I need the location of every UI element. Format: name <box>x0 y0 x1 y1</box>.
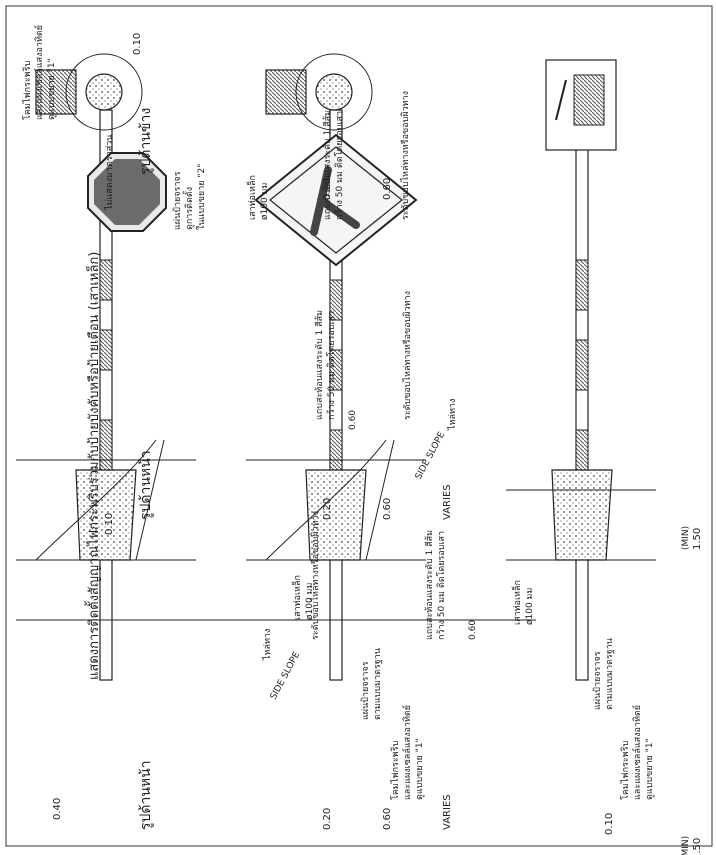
label-sign-side-3: ในแบบขยาย "2" <box>196 164 207 230</box>
label-sign-mid: แผ่นป้ายจราจร <box>360 661 371 720</box>
label-shoulder-mid: ไหล่ทาง <box>447 399 458 431</box>
label-flasher-side-2: และแผงเซลล์แสงอาทิตย์ <box>33 25 45 120</box>
dim-min-left: (MIN) <box>681 836 691 855</box>
label-pole-mid: เสาท่อเหล็ก <box>290 575 303 620</box>
side-view <box>506 59 656 681</box>
warning-flasher-lens <box>315 73 353 111</box>
dim-040: 0.40 <box>52 798 63 820</box>
label-flasher-left: โคมไฟกระพริบ <box>620 740 631 800</box>
label-ground-left: ระดับขอบไหล่ทางหรือขอบผิวทาง <box>310 511 321 640</box>
label-pole-left: เสาท่อเหล็ก <box>510 580 523 625</box>
stop-flasher-lens <box>85 73 123 111</box>
dim-020-left: 0.20 <box>322 808 333 830</box>
dim-060min-mid: 0.60 <box>348 410 358 430</box>
view-label-front-middle: รูปด้านหน้า <box>138 450 154 520</box>
label-pole-side: เสาท่อเหล็ก <box>245 175 258 220</box>
label-ground-mid: ระดับขอบไหล่ทางหรือขอบผิวทาง <box>402 291 413 420</box>
front-view-warning <box>246 53 426 681</box>
front-view-stop <box>16 53 196 681</box>
label-band-side-2: กว้าง 50 มม ติดโดยรอบเสา <box>334 111 345 220</box>
dim-010-side: 0.10 <box>132 33 143 55</box>
dim-060-left: 0.60 <box>382 808 393 830</box>
label-flasher-side-3: ดูแบบขยาย "1" <box>47 58 57 120</box>
side-foundation <box>551 469 613 561</box>
side-pole <box>575 109 589 681</box>
title-group: แสดงการติดตั้งสัญญาณไฟกระพริบร่วมกับป้าย… <box>84 135 115 680</box>
warning-flasher-panel <box>265 69 307 115</box>
dim-020-mid: 0.20 <box>322 498 333 520</box>
stop-sign-text: หยุด <box>549 707 583 760</box>
view-label-front-left: รูปด้านหน้า <box>138 760 154 830</box>
dim-150-left: 1.50 <box>692 838 703 855</box>
label-sign-left: แผ่นป้ายจราจร <box>592 651 603 710</box>
dim-150-mid: 1.50 <box>692 528 703 550</box>
dim-060-mid: 0.60 <box>382 498 393 520</box>
label-band-left-2: กว้าง 50 มม ติดโดยรอบเสา <box>436 531 447 640</box>
stop-ground <box>16 439 196 561</box>
label-flasher-side: โคมไฟกระพริบ <box>22 60 33 120</box>
label-flasher-left-2: และแผงเซลล์แสงอาทิตย์ <box>631 705 643 800</box>
label-slope-left: SIDE SLOPE <box>269 650 303 701</box>
label-band-side: แถบสะท้อนแสงระดับ 1 สีส้ม <box>322 110 333 220</box>
view-label-side: รูปด้านข้าง <box>138 108 154 175</box>
warning-ground <box>246 439 426 561</box>
label-sign-mid-2: ตามแบบมาตรฐาน <box>373 648 383 720</box>
label-band-mid: แถบสะท้อนแสงระดับ 1 สีส้ม <box>314 310 325 420</box>
dim-varies-left: VARIES <box>442 794 453 830</box>
dim-min-mid: (MIN) <box>681 526 691 550</box>
dim-060min-left: 0.60 <box>468 620 478 640</box>
label-shoulder-left: ไหล่ทาง <box>262 629 273 661</box>
dim-010-mid: 0.10 <box>104 513 115 535</box>
stop-flasher-panel <box>35 69 77 115</box>
label-flasher-mid-3: ดูแบบขยาย "1" <box>415 738 425 800</box>
label-pole-mid-2: ø100 มม <box>305 583 315 620</box>
label-sign-left-2: ตามแบบมาตรฐาน <box>605 638 615 710</box>
warning-sign <box>254 133 418 267</box>
dim-020-side: 0.20 <box>322 178 333 200</box>
label-pole-side-2: ø100 มม <box>260 183 270 220</box>
dim-060-side: 0.60 <box>382 178 393 200</box>
drawing-subtitle: ไม่แสดงมาตราส่วน <box>104 135 115 211</box>
dim-varies-mid: VARIES <box>442 484 453 520</box>
sheet-frame <box>5 5 713 847</box>
label-sign-side-2: ดูการติดตั้ง <box>182 187 195 230</box>
label-slope-mid: SIDE SLOPE <box>414 430 448 481</box>
dim-010-left: 0.10 <box>604 813 615 835</box>
label-flasher-mid: โคมไฟกระพริบ <box>390 740 401 800</box>
label-pole-left-2: ø100 มม <box>525 588 535 625</box>
label-flasher-left-3: ดูแบบขยาย "1" <box>645 738 655 800</box>
label-band-mid-2: กว้าง 50 มม ติดโดยรอบเสา <box>326 311 337 420</box>
label-sign-side: แผ่นป้ายจราจร <box>172 171 183 230</box>
rotated-sheet <box>5 5 713 847</box>
drawing-title: แสดงการติดตั้งสัญญาณไฟกระพริบร่วมกับป้าย… <box>84 252 102 680</box>
label-band-left: แถบสะท้อนแสงระดับ 1 สีส้ม <box>424 530 435 640</box>
label-ground-side: ระดับขอบไหล่ทางหรือขอบผิวทาง <box>400 91 411 220</box>
label-flasher-mid-2: และแผงเซลล์แสงอาทิตย์ <box>401 705 413 800</box>
